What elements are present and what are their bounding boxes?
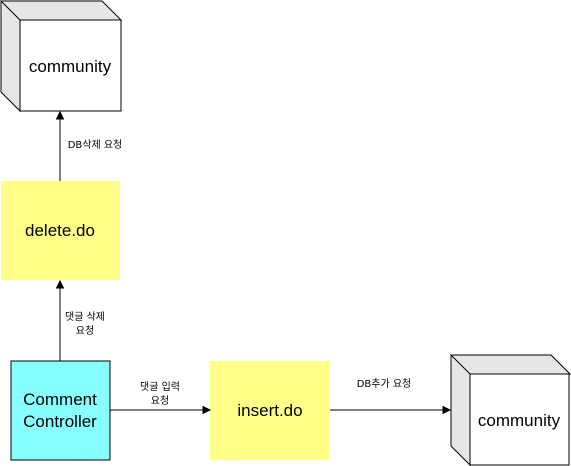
edge-label-line1: 댓글 입력	[140, 380, 180, 393]
community-right-label: community	[478, 411, 561, 430]
edge-delete-to-community: DB삭제 요청	[55, 110, 130, 181]
edge-controller-to-insert: 댓글 입력 요청	[110, 379, 212, 415]
cube-top-front-face	[19, 19, 122, 112]
edge-insert-to-community: DB추가 요청	[330, 378, 452, 415]
delete-do-label: delete.do	[25, 221, 95, 240]
edge-label-bg	[62, 137, 130, 151]
arrow-up-icon	[55, 110, 65, 120]
edge-label: DB삭제 요청	[68, 139, 123, 151]
node-community-right: community	[449, 354, 571, 466]
edge-label-line1: 댓글 삭제	[65, 311, 105, 323]
edge-label: DB추가 요청	[357, 378, 412, 390]
cube-top-top-face	[0, 0, 123, 21]
node-comment-controller: Comment Controller	[10, 360, 111, 461]
community-top-label: community	[29, 57, 112, 76]
arrow-right-icon	[442, 405, 452, 415]
edge-label-line2: 요청	[76, 325, 94, 337]
edge-label-bg	[130, 379, 190, 409]
edge-label-line2: 요청	[151, 395, 169, 407]
comment-controller-box	[10, 360, 111, 461]
node-delete-do: delete.do	[1, 181, 120, 280]
cube-right-front-face	[469, 373, 570, 466]
comment-controller-label-line2: Controller	[23, 412, 97, 431]
edge-controller-to-delete: 댓글 삭제 요청	[55, 279, 116, 361]
arrow-right-icon	[202, 405, 212, 415]
delete-do-box	[1, 181, 120, 280]
cube-right-top-face	[449, 354, 571, 375]
node-insert-do: insert.do	[210, 361, 329, 460]
insert-do-label: insert.do	[237, 401, 302, 420]
arrow-up-icon	[55, 279, 65, 289]
insert-do-box	[210, 361, 329, 460]
comment-controller-label-line1: Comment	[23, 390, 97, 409]
edge-label-bg	[62, 308, 116, 338]
node-community-top: community	[0, 0, 123, 113]
